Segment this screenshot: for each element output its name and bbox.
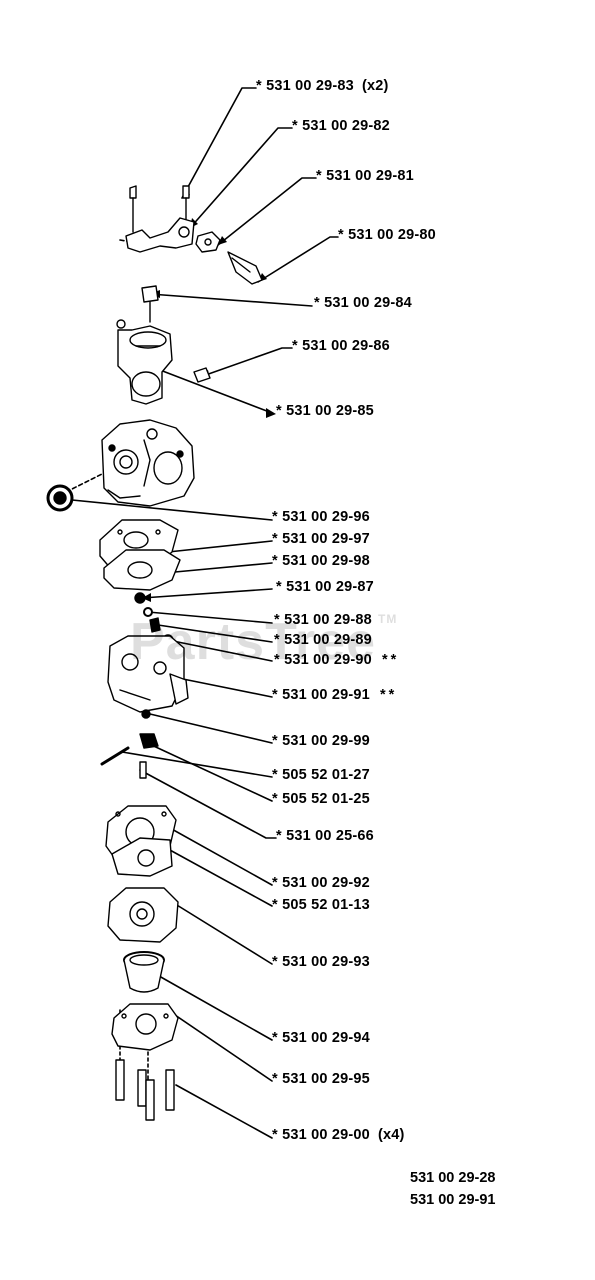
callout-prefix: *: [292, 338, 303, 354]
callout-prefix: *: [272, 954, 283, 970]
intake-assembly: [116, 285, 211, 405]
part-callout[interactable]: * 531 00 29-83 (x2): [256, 78, 389, 94]
part-callout[interactable]: * 531 00 29-97: [272, 531, 370, 547]
part-callout[interactable]: * 531 00 29-99: [272, 733, 370, 749]
quantity-label: (x2): [361, 78, 389, 94]
part-number: 531 00 29-96: [282, 509, 370, 525]
filter-cup: [123, 951, 165, 993]
callout-prefix: *: [272, 875, 283, 891]
part-callout[interactable]: * 531 00 29-00 (x4): [272, 1127, 405, 1143]
part-callout[interactable]: * 531 00 29-93: [272, 954, 370, 970]
part-number: 531 00 29-91: [282, 687, 370, 703]
part-number: 531 00 29-92: [282, 875, 370, 891]
callout-prefix: *: [274, 652, 285, 668]
part-number: 531 00 29-93: [282, 954, 370, 970]
callout-prefix: *: [292, 118, 303, 134]
callout-prefix: *: [314, 295, 325, 311]
assembly-ref-number: 531 00 29-28: [410, 1170, 496, 1186]
carburetor-body: [46, 419, 195, 512]
part-number: 531 00 29-00: [282, 1127, 370, 1143]
watermark-mark: TM: [378, 612, 398, 626]
part-callout[interactable]: * 531 00 29-82: [292, 118, 390, 134]
callout-prefix: *: [276, 579, 287, 595]
part-callout[interactable]: * 505 52 01-25: [272, 791, 370, 807]
part-number: 531 00 29-84: [324, 295, 412, 311]
part-callout[interactable]: * 531 00 29-87: [276, 579, 374, 595]
watermark-text: PartsTree: [130, 613, 377, 671]
callout-prefix: *: [272, 509, 283, 525]
part-number: 531 00 29-99: [282, 733, 370, 749]
callout-prefix: *: [272, 791, 283, 807]
part-number: 531 00 29-80: [348, 227, 436, 243]
part-number: 531 00 29-85: [286, 403, 374, 419]
part-callout[interactable]: * 531 00 29-86: [292, 338, 390, 354]
metering-body: [100, 635, 189, 779]
part-number: 531 00 29-90: [284, 652, 372, 668]
callout-prefix: *: [272, 1127, 283, 1143]
callout-prefix: *: [316, 168, 327, 184]
footnote-marker: **: [381, 652, 400, 668]
part-number: 531 00 29-95: [282, 1071, 370, 1087]
callout-prefix: *: [272, 553, 283, 569]
callout-prefix: *: [276, 403, 287, 419]
part-callout[interactable]: * 531 00 29-85: [276, 403, 374, 419]
part-callout[interactable]: * 531 00 25-66: [276, 828, 374, 844]
part-callout[interactable]: * 531 00 29-90 **: [274, 652, 399, 668]
part-number: 531 00 29-83: [266, 78, 354, 94]
fuel-lever-assembly: [125, 185, 263, 285]
part-number: 531 00 29-97: [282, 531, 370, 547]
callout-prefix: *: [272, 767, 283, 783]
part-callout[interactable]: * 531 00 29-81: [316, 168, 414, 184]
part-number: 531 00 29-82: [302, 118, 390, 134]
part-number: 531 00 29-86: [302, 338, 390, 354]
callout-prefix: *: [338, 227, 349, 243]
part-callout[interactable]: * 531 00 29-94: [272, 1030, 370, 1046]
callout-prefix: *: [256, 78, 267, 94]
callout-prefix: *: [272, 1030, 283, 1046]
pump-cover: [107, 887, 179, 943]
part-number: 531 00 29-94: [282, 1030, 370, 1046]
part-callout[interactable]: * 531 00 29-95: [272, 1071, 370, 1087]
leader-lines: [51, 87, 339, 1139]
part-callout[interactable]: * 531 00 29-88: [274, 612, 372, 628]
diaphragm-plate: [105, 805, 177, 877]
callout-prefix: *: [274, 632, 285, 648]
part-callout[interactable]: * 531 00 29-84: [314, 295, 412, 311]
part-callout[interactable]: * 505 52 01-27: [272, 767, 370, 783]
part-number: 531 00 29-81: [326, 168, 414, 184]
callout-prefix: *: [272, 531, 283, 547]
callout-prefix: *: [272, 1071, 283, 1087]
callout-prefix: *: [272, 897, 283, 913]
part-number: 531 00 29-89: [284, 632, 372, 648]
quantity-label: (x4): [377, 1127, 405, 1143]
pump-gaskets: [99, 519, 181, 591]
part-callout[interactable]: * 531 00 29-89: [274, 632, 372, 648]
part-callout[interactable]: * 505 52 01-13: [272, 897, 370, 913]
part-number: 531 00 29-98: [282, 553, 370, 569]
callout-prefix: *: [272, 687, 283, 703]
part-number: 505 52 01-25: [282, 791, 370, 807]
part-number: 531 00 29-88: [284, 612, 372, 628]
part-callout[interactable]: * 531 00 29-92: [272, 875, 370, 891]
callout-prefix: *: [276, 828, 287, 844]
part-number: 505 52 01-13: [282, 897, 370, 913]
part-callout[interactable]: * 531 00 29-80: [338, 227, 436, 243]
footnote-marker: **: [379, 687, 398, 703]
part-number: 505 52 01-27: [282, 767, 370, 783]
part-callout[interactable]: * 531 00 29-91 **: [272, 687, 397, 703]
callout-prefix: *: [274, 612, 285, 628]
assembly-ref-number: 531 00 29-91: [410, 1192, 496, 1208]
part-callout[interactable]: * 531 00 29-98: [272, 553, 370, 569]
part-callout[interactable]: * 531 00 29-96: [272, 509, 370, 525]
part-number: 531 00 29-87: [286, 579, 374, 595]
bottom-cover-screws: [111, 1003, 179, 1121]
part-number: 531 00 25-66: [286, 828, 374, 844]
callout-prefix: *: [272, 733, 283, 749]
